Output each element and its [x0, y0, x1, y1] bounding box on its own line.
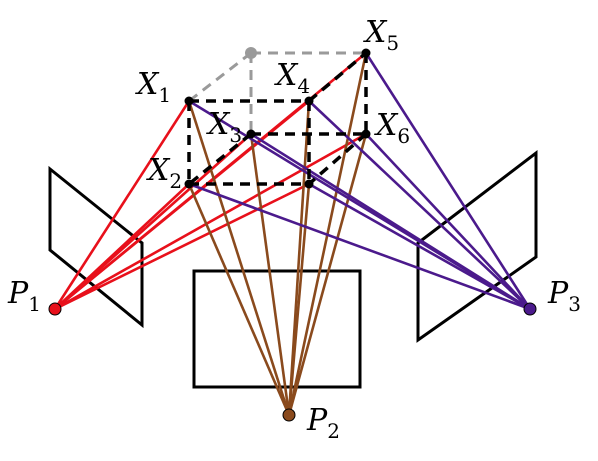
point-x4	[304, 96, 314, 106]
ray-p1	[54, 133, 252, 310]
label-p3: P3	[547, 276, 581, 316]
cube-hidden-edges	[188, 51, 366, 134]
image-plane-p1	[48, 165, 144, 329]
ray-p3	[308, 182, 531, 311]
ray-p2	[287, 183, 311, 416]
point-x3	[246, 129, 256, 139]
ray-p3	[365, 133, 531, 310]
ray-p3	[188, 182, 531, 311]
label-x3: X3	[206, 107, 242, 147]
point-x2	[184, 179, 194, 189]
scene-points	[184, 48, 371, 189]
label-p1: P1	[7, 276, 41, 316]
ray-p2	[187, 100, 291, 416]
label-x2: X2	[146, 153, 182, 193]
point-x6	[361, 129, 371, 139]
label-x4: X4	[274, 58, 310, 98]
cube-edge	[307, 51, 368, 103]
camera-center-p1	[48, 302, 62, 316]
cube-edge	[307, 132, 368, 186]
label-x1: X1	[135, 67, 171, 107]
ray-p3	[364, 52, 532, 310]
cube-front-edges	[187, 51, 368, 186]
image-plane-p3	[416, 149, 538, 343]
point-x1	[184, 96, 194, 106]
point-x7	[304, 179, 314, 189]
ray-p1	[54, 132, 367, 311]
hidden-cube-vertex	[245, 47, 257, 59]
projection-rays-p1	[53, 51, 367, 311]
label-x5: X5	[363, 15, 399, 55]
point-x5	[361, 48, 371, 58]
camera-center-p3	[523, 302, 537, 316]
ray-p3	[250, 132, 531, 311]
label-x6: X6	[374, 108, 410, 148]
cube-edge	[187, 132, 253, 186]
camera-center-p2	[282, 408, 296, 422]
label-p2: P2	[306, 403, 340, 443]
ray-p2	[287, 133, 368, 416]
ray-p2	[187, 183, 291, 416]
ray-p1	[53, 100, 191, 310]
cube-edge-hidden	[188, 51, 252, 103]
ray-p1	[54, 182, 310, 311]
ray-p2	[249, 133, 291, 416]
